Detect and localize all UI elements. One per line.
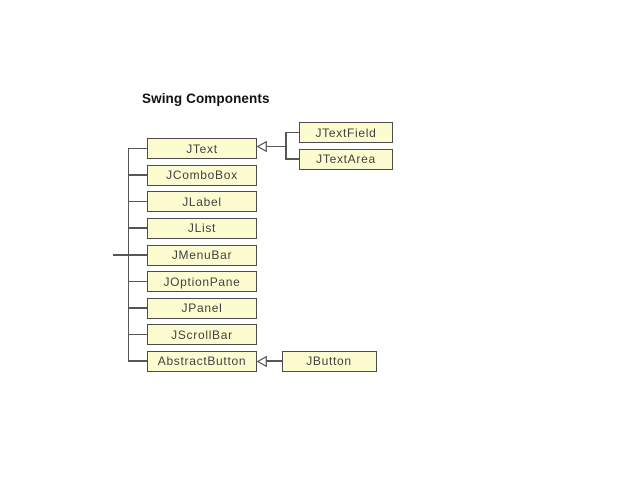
diagram-node-jpanel: JPanel bbox=[147, 297, 257, 319]
diagram-node-jtextarea: JTextArea bbox=[299, 148, 393, 170]
connector-stub-jscrollbar bbox=[127, 333, 147, 336]
diagram-node-jmenubar: JMenuBar bbox=[147, 244, 257, 266]
connector-stub-jcombobox bbox=[127, 174, 147, 176]
diagram-node-joptionpane: JOptionPane bbox=[147, 271, 257, 292]
connector-stub-jlist bbox=[127, 227, 147, 229]
connector-jtext-bracket bbox=[285, 131, 287, 160]
connector-stub-jtext bbox=[127, 147, 147, 150]
diagram-node-jtext: JText bbox=[147, 138, 257, 159]
diagram-node-jbutton: JButton bbox=[281, 350, 377, 372]
diagram-node-abstractbutton: AbstractButton bbox=[147, 350, 257, 372]
diagram-node-jlabel: JLabel bbox=[147, 191, 257, 212]
connector-stub-joptionpane bbox=[127, 280, 147, 283]
connector-jtext-branch bbox=[265, 145, 286, 148]
connector-stub-abstractbutton bbox=[127, 360, 147, 362]
connector-jbutton-branch bbox=[266, 360, 282, 362]
connector-stub-jtextfield bbox=[286, 131, 299, 134]
connector-stub-jtextarea bbox=[286, 158, 299, 160]
diagram-title: Swing Components bbox=[142, 91, 270, 106]
connector-stub-jpanel bbox=[127, 307, 147, 309]
connector-stub-jlabel bbox=[127, 200, 147, 203]
diagram-node-jtextfield: JTextField bbox=[299, 122, 393, 143]
diagram-node-jscrollbar: JScrollBar bbox=[147, 324, 257, 345]
connector-stub-jmenubar-with-parent-line bbox=[113, 254, 147, 256]
diagram-node-jlist: JList bbox=[147, 217, 257, 239]
diagram-node-jcombobox: JComboBox bbox=[147, 164, 257, 186]
